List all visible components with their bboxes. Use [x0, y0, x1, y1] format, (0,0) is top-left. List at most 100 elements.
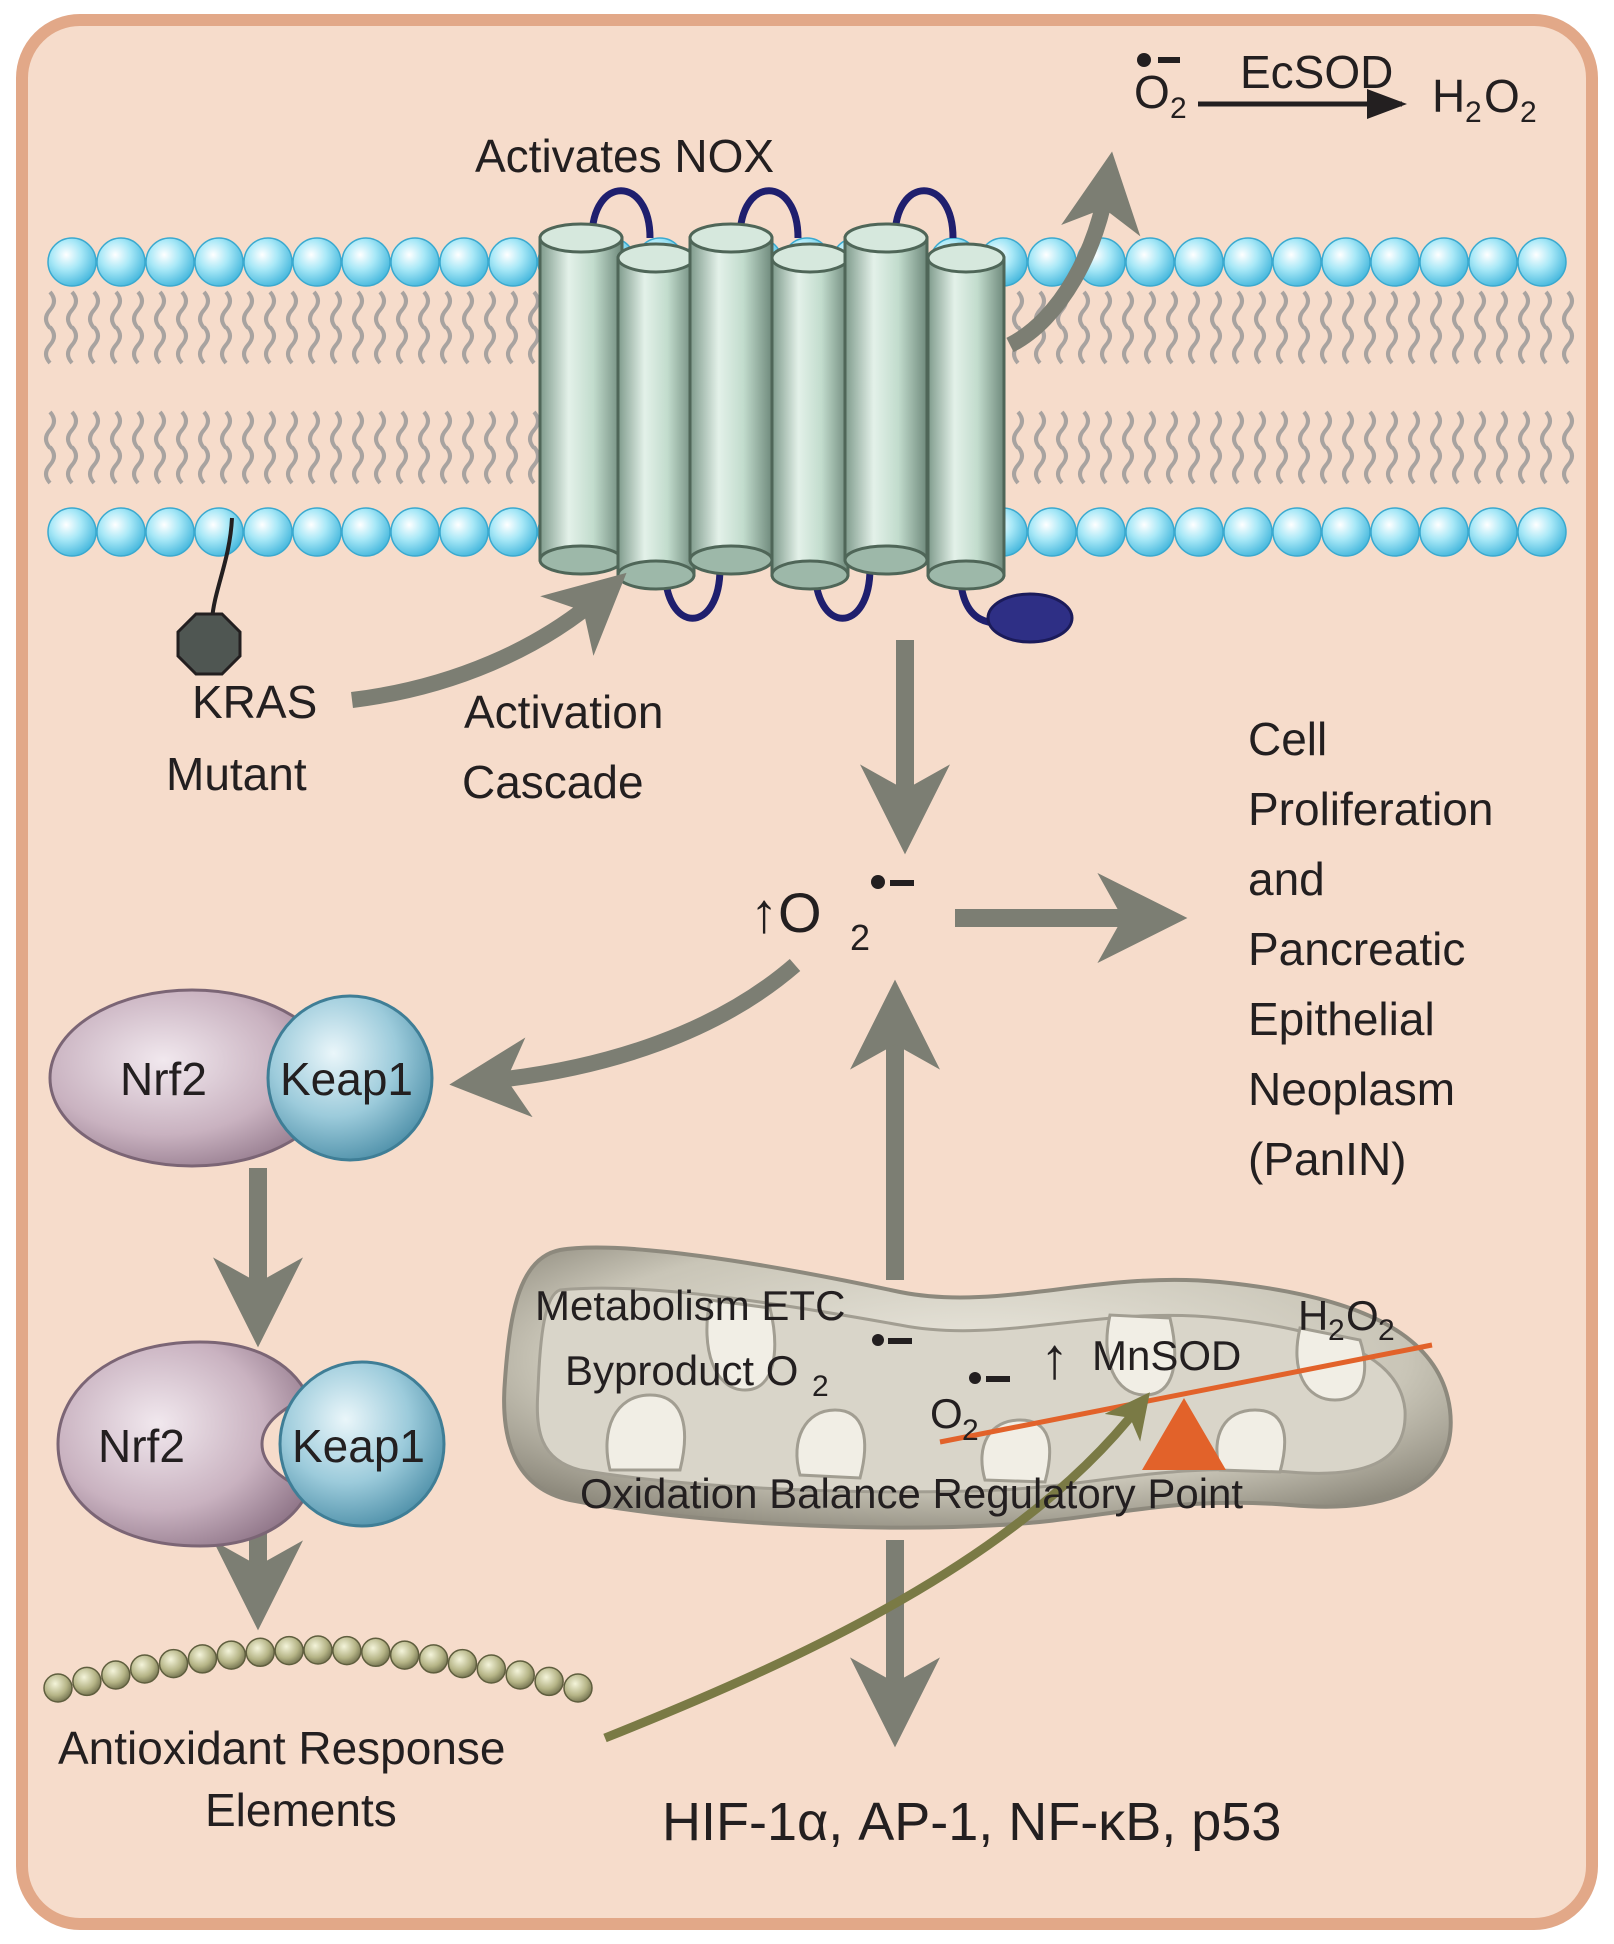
lipid-tail — [418, 410, 430, 450]
lipid-tail — [462, 445, 474, 485]
lipid-tail — [1320, 445, 1332, 485]
lipid-tail — [1496, 410, 1508, 450]
nox-helix — [688, 222, 774, 576]
lipid-tail — [1474, 445, 1486, 485]
lipid-tail — [1408, 445, 1420, 485]
lipid-tail — [1540, 445, 1552, 485]
lipid-tail — [66, 290, 78, 330]
nox-helix — [538, 222, 624, 576]
outcome-line-2: Proliferation — [1248, 783, 1493, 835]
lipid-tail — [1166, 410, 1178, 450]
lipid-tail — [1100, 290, 1112, 330]
are-bead — [447, 1648, 478, 1679]
lipid-tail — [1320, 290, 1332, 330]
lipid-tail — [1012, 410, 1024, 450]
nox-helix — [770, 242, 850, 591]
lipid-tail — [462, 290, 474, 330]
mutant-label: Mutant — [166, 748, 307, 800]
lipid-head — [1223, 507, 1273, 557]
lipid-tail — [484, 290, 496, 330]
lipid-tail — [66, 445, 78, 485]
h2o2-top-h: H — [1432, 70, 1465, 122]
h2o2-top-o: O — [1484, 70, 1520, 122]
are-label-line-2: Elements — [205, 1784, 397, 1836]
lipid-tail — [176, 290, 188, 330]
lipid-tail — [528, 290, 540, 330]
lipid-tail — [1386, 445, 1398, 485]
nrf2-released-label: Nrf2 — [98, 1420, 185, 1472]
lipid-tail — [1078, 290, 1090, 330]
lipid-tail — [154, 445, 166, 485]
lipid-tail — [242, 325, 254, 365]
lipid-head — [439, 237, 489, 287]
nox-cytosolic-domain — [986, 592, 1074, 644]
lipid-tail — [1342, 445, 1354, 485]
lipid-tail — [1342, 290, 1354, 330]
lipid-tail — [1078, 410, 1090, 450]
lipid-tail — [1562, 325, 1574, 365]
lipid-tail — [1232, 410, 1244, 450]
are-bead — [389, 1640, 420, 1670]
are-to-mnsod-arrow — [603, 1392, 1150, 1743]
lipid-tail — [1518, 410, 1530, 450]
lipid-tail — [1210, 290, 1222, 330]
lipid-tail — [374, 325, 386, 365]
lipid-tail — [44, 325, 56, 365]
outcome-line-7: (PanIN) — [1248, 1133, 1406, 1185]
superoxide-to-keap1-arrow — [449, 958, 801, 1118]
lipid-head — [390, 507, 440, 557]
lipid-tail — [132, 290, 144, 330]
lipid-tail — [1276, 410, 1288, 450]
lipid-tail — [1056, 410, 1068, 450]
lipid-head — [488, 507, 538, 557]
activation-cascade-arrow — [351, 572, 627, 708]
lipid-tail — [1210, 325, 1222, 365]
lipid-tail — [1166, 445, 1178, 485]
proliferation-outcome: Cell Proliferation and Pancreatic Epithe… — [1248, 713, 1493, 1185]
lipid-tail — [1474, 290, 1486, 330]
are-label-line-1: Antioxidant Response — [58, 1722, 506, 1774]
lipid-tail — [1562, 445, 1574, 485]
lipid-tail — [1408, 290, 1420, 330]
lipid-tail — [352, 445, 364, 485]
outcome-line-3: and — [1248, 853, 1325, 905]
lipid-tail — [154, 290, 166, 330]
lipid-tail — [484, 325, 496, 365]
lipid-tail — [506, 410, 518, 450]
lipid-tail — [132, 410, 144, 450]
are-bead — [476, 1654, 507, 1684]
mito-h2o2-h: H — [1298, 1292, 1328, 1339]
lipid-tail — [198, 325, 210, 365]
lipid-tail — [1364, 325, 1376, 365]
lipid-tail — [506, 325, 518, 365]
lipid-tail — [1276, 325, 1288, 365]
lipid-head — [1321, 237, 1371, 287]
nrf2-keap1-dissociated — [56, 1340, 446, 1548]
lipid-tail — [308, 325, 320, 365]
lipid-tail — [1342, 325, 1354, 365]
lipid-head — [47, 237, 97, 287]
lipid-head — [1517, 507, 1567, 557]
lipid-tail — [1144, 445, 1156, 485]
kras-protein — [176, 612, 242, 676]
are-bead — [216, 1640, 247, 1670]
lipid-tail — [220, 445, 232, 485]
lipid-tail — [1298, 290, 1310, 330]
lipid-tail — [44, 445, 56, 485]
lipid-tail — [1100, 325, 1112, 365]
lipid-tail — [396, 445, 408, 485]
lipid-head — [1174, 507, 1224, 557]
lipid-tail — [1452, 325, 1464, 365]
elevated-superoxide-symbol: ↑O — [750, 881, 822, 944]
charge-bar-byproduct — [888, 1338, 912, 1344]
lipid-tail — [396, 410, 408, 450]
charge-bar-top — [1158, 57, 1180, 63]
lipid-tail — [352, 325, 364, 365]
lipid-tail — [264, 445, 276, 485]
lipid-tail — [44, 290, 56, 330]
lipid-tail — [308, 410, 320, 450]
lipid-tail — [1386, 325, 1398, 365]
lipid-tail — [1210, 445, 1222, 485]
lipid-tail — [1408, 325, 1420, 365]
lipid-tail — [1254, 410, 1266, 450]
